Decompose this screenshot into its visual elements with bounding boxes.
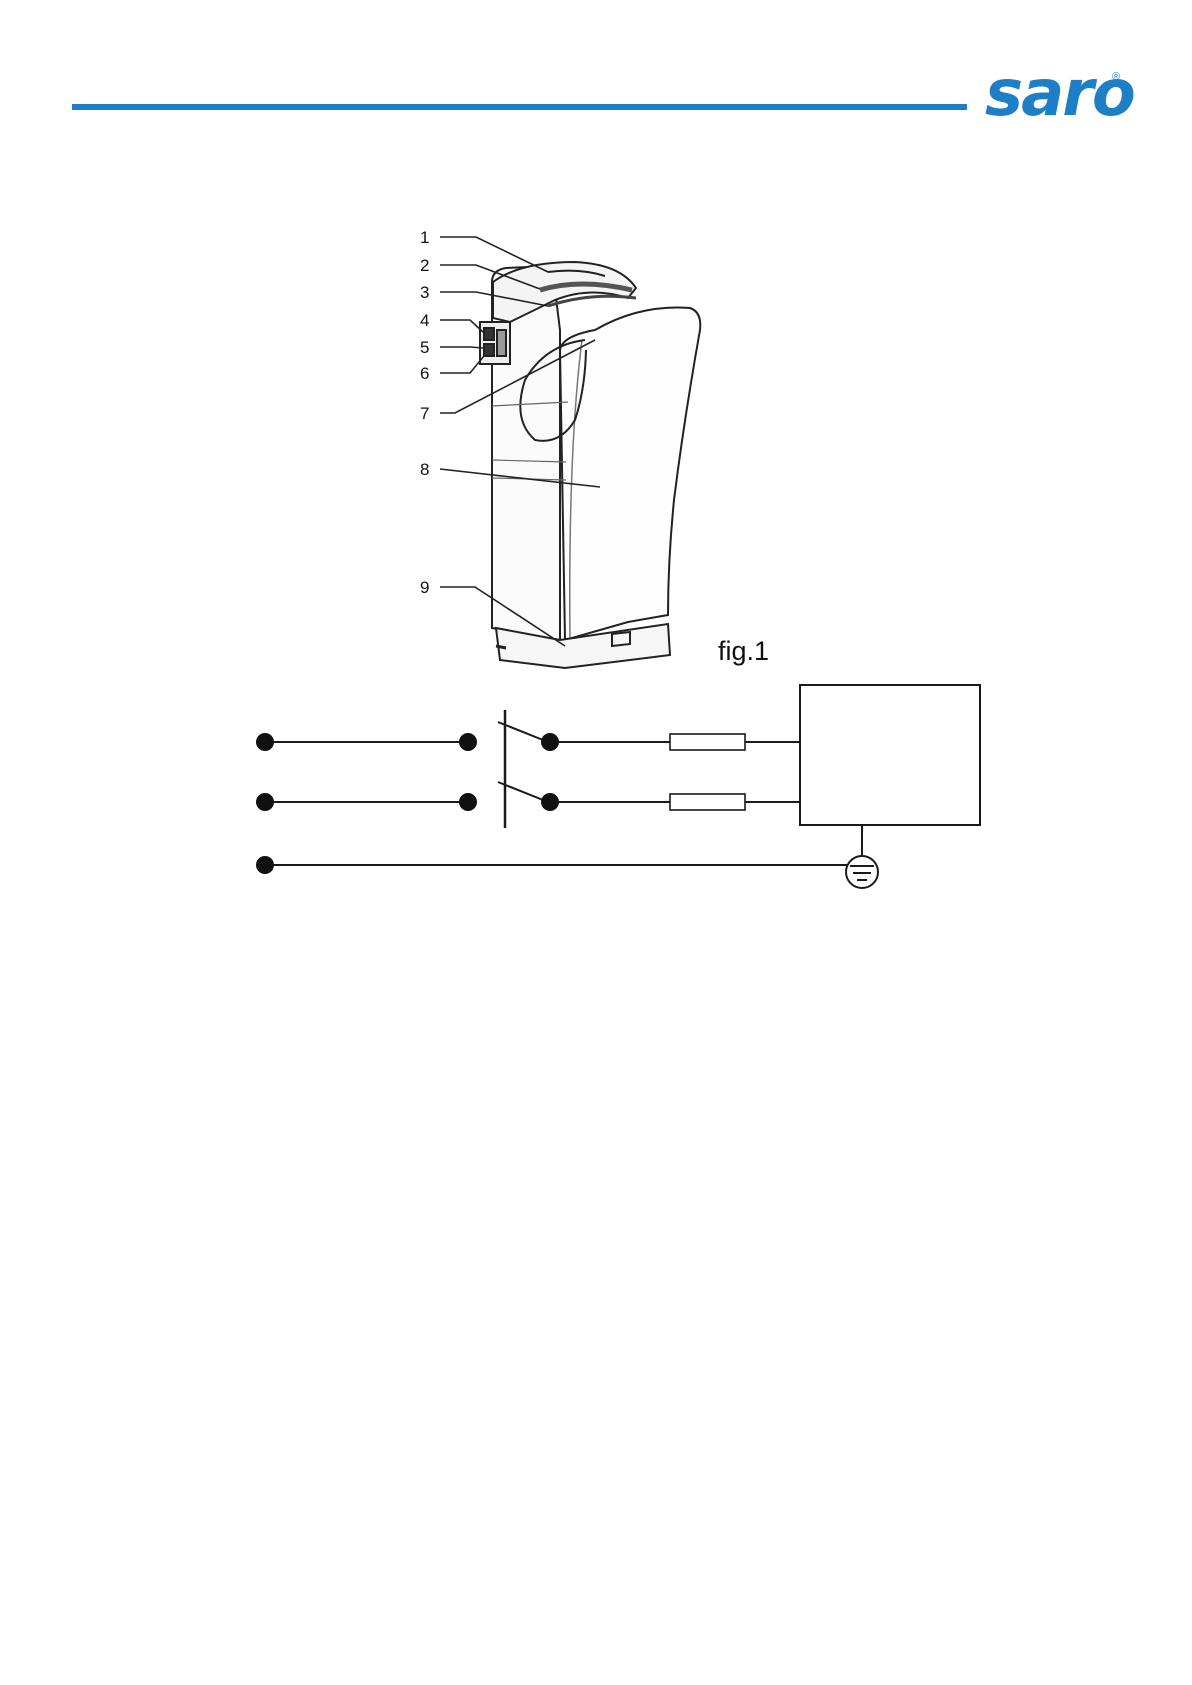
terminal-dots (256, 733, 559, 874)
callout-3: 3 (420, 283, 429, 302)
wiring-schematic (265, 685, 980, 888)
callout-1: 1 (420, 228, 429, 247)
callout-6: 6 (420, 364, 429, 383)
callout-7: 7 (420, 404, 429, 423)
callout-4: 4 (420, 311, 429, 330)
callout-8: 8 (420, 460, 429, 479)
callout-9: 9 (420, 578, 429, 597)
callout-2: 2 (420, 256, 429, 275)
figure-label: fig.1 (718, 636, 769, 666)
hand-dryer-illustration (480, 262, 700, 668)
callout-5: 5 (420, 338, 429, 357)
callout-numbers: 1 2 3 4 5 6 7 8 9 (420, 228, 429, 597)
